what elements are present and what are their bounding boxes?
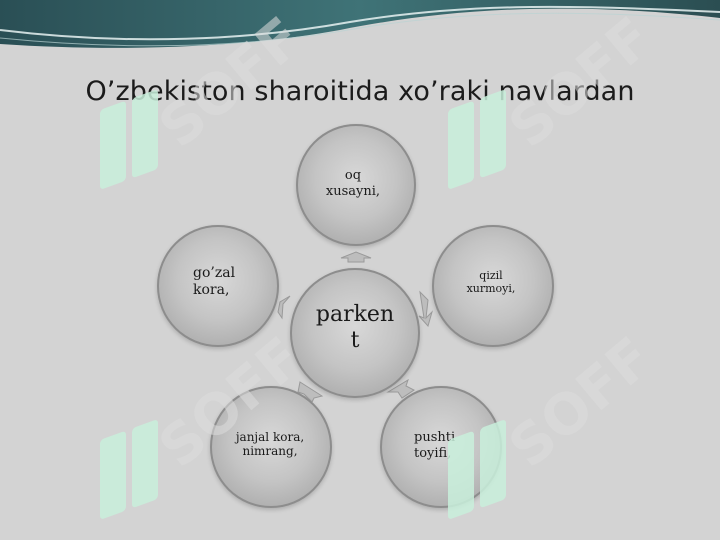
arrow-left-icon [277,295,291,320]
page-title: O’zbekiston sharoitida xo’raki navlardan [85,76,635,107]
circle-top-right-label: qizil xurmoyi, [466,269,516,296]
circle-center: parken t [290,268,420,398]
arrow-right-icon [418,290,434,328]
circle-top: oq xusayni, [296,124,416,246]
circle-bottom-right: pushti toyifi, [380,386,502,508]
circle-bottom-left: janjal kora, nimrang, [210,386,332,508]
circle-bottom-left-label: janjal kora, nimrang, [235,430,305,459]
circle-bottom-right-label: pushti toyifi, [414,430,456,461]
circle-top-left-label: go’zal kora, [193,265,236,298]
header-banner [0,0,720,60]
arrow-down-right-icon [386,378,415,399]
arrow-up-icon [340,251,372,263]
circle-top-label: oq xusayni, [325,168,381,199]
circle-center-label: parken t [315,302,395,354]
circle-top-left: go’zal kora, [157,225,279,347]
circle-top-right: qizil xurmoyi, [432,225,554,347]
